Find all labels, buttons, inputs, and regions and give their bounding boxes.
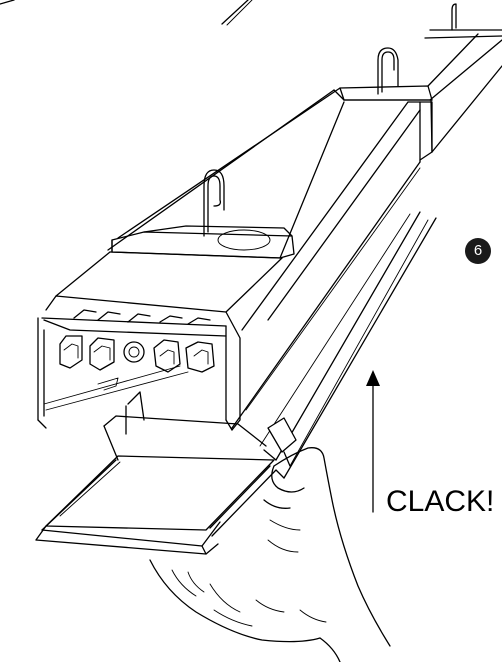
terminal-block	[43, 309, 227, 373]
snap-clip	[267, 417, 297, 467]
clack-label: CLACK!	[386, 485, 495, 518]
top-cable-fragments	[0, 0, 253, 26]
mounting-bracket	[111, 225, 295, 259]
up-arrow-icon	[366, 370, 380, 513]
rail-body	[107, 87, 421, 429]
suspension-hook-icon	[203, 3, 457, 237]
hand-icon	[149, 447, 391, 662]
internal-wiring	[43, 365, 189, 411]
step-number-badge: 6	[465, 238, 491, 264]
cover-panel	[35, 391, 285, 555]
guide-rails	[259, 211, 437, 479]
rail-section-middle	[333, 33, 479, 161]
